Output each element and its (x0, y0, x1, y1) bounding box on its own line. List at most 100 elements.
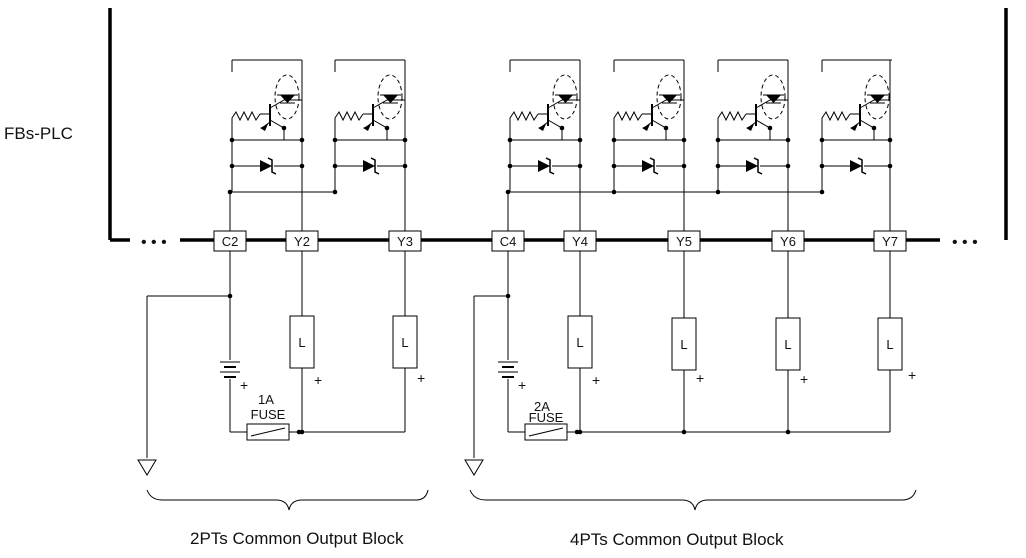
bus-ellipsis-left: • • • (141, 234, 167, 251)
battery-block-2: + (498, 296, 526, 432)
output-circuit-y2 (229, 59, 305, 231)
output-circuit-y3 (332, 59, 408, 231)
junction-dot (559, 125, 565, 131)
transistor-arrow (642, 124, 650, 131)
tvs-diode-bar (267, 157, 277, 175)
junction-dot (332, 137, 338, 143)
resistor-symbol (334, 110, 364, 126)
ground-symbol (464, 459, 484, 476)
load-y4-symbol: L (576, 335, 583, 350)
optocoupler-ring (274, 74, 300, 120)
junction-dot (681, 137, 687, 143)
terminal-y5-label: Y5 (676, 234, 692, 249)
terminal-y4-label: Y4 (572, 234, 588, 249)
led-symbol (280, 95, 295, 103)
optocoupler-ring (656, 74, 682, 120)
junction-dot (819, 137, 825, 143)
transistor-arrow (363, 124, 371, 131)
tvs-diode-symbol (746, 160, 758, 172)
output-circuit-y6 (715, 59, 791, 231)
junction-dot (296, 429, 302, 435)
junction-dot (577, 137, 583, 143)
output-circuit-y4 (507, 59, 583, 231)
junction-dot (507, 163, 513, 169)
fuse-block-2-label: FUSE (529, 410, 564, 425)
junction-dot (887, 137, 893, 143)
junction-dot (332, 163, 338, 169)
tvs-diode-bar (649, 157, 659, 175)
ground-symbol (137, 459, 157, 476)
terminal-y7-label: Y7 (882, 234, 898, 249)
external-circuit (137, 251, 406, 476)
plc-label: FBs-PLC (4, 124, 73, 143)
fuse-block-2: 2A FUSE (524, 399, 568, 441)
block-label-4pts: 4PTs Common Output Block (570, 530, 784, 549)
external-wiring (137, 251, 891, 476)
load-y6-symbol: L (784, 337, 791, 352)
junction-dot (574, 429, 580, 435)
junction-dot (715, 163, 721, 169)
junction-dot (785, 137, 791, 143)
junction-dot (819, 163, 825, 169)
load-y6-plus: + (800, 371, 808, 387)
resistor-symbol (231, 110, 261, 126)
junction-dot (229, 137, 235, 143)
junction-dot (611, 163, 617, 169)
junction-dot (785, 163, 791, 169)
terminal-y6-label: Y6 (780, 234, 796, 249)
led-symbol (870, 95, 885, 103)
load-y5: L + (671, 317, 704, 386)
terminal-c4: C4 (491, 230, 525, 252)
output-circuit-y7 (819, 59, 893, 231)
load-y7-plus: + (908, 367, 916, 383)
brace-4pts-block (469, 489, 917, 511)
junction-dot (402, 163, 408, 169)
transistor-arrow (850, 124, 858, 131)
junction-dot (505, 189, 511, 195)
junction-dot (681, 163, 687, 169)
fuse-block-2-rating: 2A (534, 399, 550, 414)
load-y3-plus: + (417, 370, 425, 386)
tvs-diode-symbol (642, 160, 654, 172)
junction-dot (402, 137, 408, 143)
fuse-block-1: 1A FUSE (246, 392, 290, 441)
internal-transistor-circuits (227, 59, 893, 231)
led-symbol (383, 95, 398, 103)
battery-block-2-plus: + (518, 377, 526, 393)
junction-dot (229, 163, 235, 169)
load-y4-plus: + (592, 372, 600, 388)
brace-2pts-block (146, 489, 429, 511)
tvs-diode-bar (545, 157, 555, 175)
load-y5-symbol: L (680, 337, 687, 352)
junction-dot (663, 125, 669, 131)
external-circuit (464, 251, 891, 476)
junction-dot (384, 125, 390, 131)
terminal-y4: Y4 (563, 230, 597, 252)
battery-block-1: + (220, 296, 248, 432)
junction-dot (871, 125, 877, 131)
optocoupler-ring (377, 74, 403, 120)
junction-dot (227, 189, 233, 195)
optocoupler-ring (864, 74, 890, 120)
terminal-y2-label: Y2 (294, 234, 310, 249)
junction-dot (715, 137, 721, 143)
transistor-arrow (746, 124, 754, 131)
load-y2-plus: + (314, 372, 322, 388)
led-symbol (662, 95, 677, 103)
resistor-symbol (613, 110, 643, 126)
junction-dot (785, 429, 791, 435)
tvs-diode-bar (370, 157, 380, 175)
output-circuit-y5 (611, 59, 687, 231)
terminal-y2: Y2 (285, 230, 319, 252)
resistor-symbol (821, 110, 851, 126)
tvs-diode-symbol (538, 160, 550, 172)
common-rail-c4 (505, 189, 825, 231)
transistor-arrow (538, 124, 546, 131)
plc-enclosure (108, 8, 1008, 242)
tvs-diode-bar (753, 157, 763, 175)
fuse-block-1-rating: 1A (258, 392, 274, 407)
tvs-diode-symbol (260, 160, 272, 172)
terminal-y3-label: Y3 (397, 234, 413, 249)
junction-dot (715, 189, 721, 195)
